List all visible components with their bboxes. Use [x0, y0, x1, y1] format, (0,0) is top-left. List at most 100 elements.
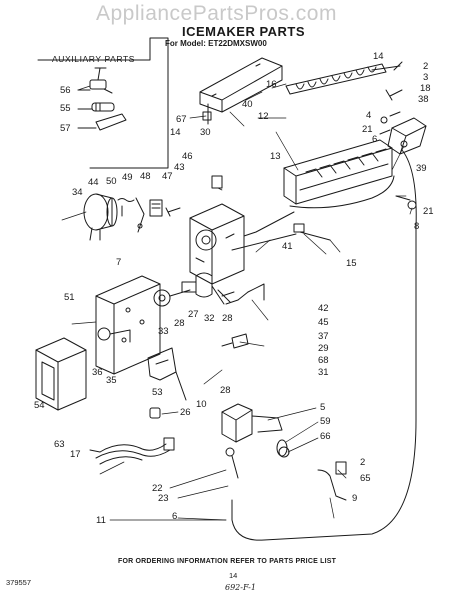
clip-45-37 [221, 291, 239, 305]
callout-41: 41 [282, 241, 293, 252]
callout-56: 56 [60, 85, 71, 96]
callout-4: 4 [366, 110, 372, 121]
harness-clips [221, 333, 249, 349]
callout-66: 66 [320, 431, 331, 442]
callout-37: 37 [318, 331, 329, 342]
callout-30: 30 [200, 127, 211, 138]
callout-49: 49 [122, 172, 133, 183]
callout-47: 47 [162, 171, 173, 182]
callout-65: 65 [360, 473, 371, 484]
screw-14-top [393, 61, 403, 71]
auxiliary-part-57 [77, 113, 127, 131]
screw-right-3 [385, 89, 403, 101]
handwritten-note: 692-F-1 [225, 583, 256, 592]
callout-15: 15 [346, 258, 357, 269]
callout-17: 17 [70, 449, 81, 460]
ordering-footnote: FOR ORDERING INFORMATION REFER TO PARTS … [118, 558, 337, 565]
callout-14b: 14 [170, 127, 181, 138]
callout-13: 13 [270, 151, 281, 162]
callout-54: 54 [34, 400, 45, 411]
callout-34: 34 [72, 187, 83, 198]
switch-part-46 [211, 175, 223, 189]
callout-59: 59 [320, 416, 331, 427]
callout-48: 48 [140, 171, 151, 182]
callout-12: 12 [258, 111, 269, 122]
heater-loop [243, 175, 395, 237]
callout-57: 57 [60, 123, 71, 134]
callout-5: 5 [320, 402, 326, 413]
plug-26 [149, 407, 161, 419]
callout-21b: 21 [423, 206, 434, 217]
callout-63: 63 [54, 439, 65, 450]
ejector-blades [285, 63, 401, 95]
callout-10: 10 [196, 399, 207, 410]
water-inlet-elbow [317, 461, 347, 501]
callout-28b: 28 [222, 313, 233, 324]
callout-7: 7 [116, 257, 122, 268]
callout-42: 42 [318, 303, 329, 314]
motor-module-housing [189, 203, 245, 285]
timing-motor [83, 193, 118, 241]
callout-32: 32 [204, 313, 215, 324]
watermark: AppliancePartsPros.com [96, 2, 337, 25]
wire-harness [89, 437, 175, 465]
page-number: 14 [229, 571, 238, 580]
ice-mold-tray [283, 139, 393, 205]
callout-31: 31 [318, 367, 329, 378]
callout-67: 67 [176, 114, 187, 125]
callout-55: 55 [60, 103, 71, 114]
callout-45: 45 [318, 317, 329, 328]
screw-right-4 [380, 111, 401, 124]
auxiliary-parts-frame [37, 37, 169, 169]
diagram-code: 379557 [6, 578, 32, 587]
switch-48 [149, 199, 163, 217]
support-bracket-53 [147, 347, 187, 401]
callout-18: 18 [420, 83, 431, 94]
callout-29: 29 [318, 343, 329, 354]
fill-tube [231, 149, 417, 541]
callout-6b: 6 [172, 511, 178, 522]
callout-39: 39 [416, 163, 427, 174]
front-cover [35, 337, 87, 411]
callout-35: 35 [106, 375, 117, 386]
callout-16: 16 [266, 79, 277, 90]
callout-21: 21 [362, 124, 373, 135]
callout-14: 14 [373, 51, 384, 62]
callout-6: 6 [372, 134, 378, 145]
page-title: ICEMAKER PARTS [182, 24, 306, 39]
callout-40: 40 [242, 99, 253, 110]
valve-seal [276, 439, 290, 458]
auxiliary-parts-heading: AUXILIARY PARTS [52, 54, 136, 64]
callout-36: 36 [92, 367, 103, 378]
callout-11: 11 [96, 515, 106, 526]
shutoff-arm [231, 223, 331, 251]
callout-28: 28 [174, 318, 185, 329]
callout-22: 22 [152, 483, 163, 494]
lever-49 [135, 197, 145, 233]
callout-44: 44 [88, 177, 99, 188]
callout-3: 3 [423, 72, 429, 83]
callout-27: 27 [188, 309, 199, 320]
callout-50: 50 [106, 176, 117, 187]
model-subtitle: For Model: ET22DMXSW00 [165, 39, 267, 48]
water-valve [221, 403, 283, 479]
callout-23: 23 [158, 493, 169, 504]
mounting-plate [95, 275, 161, 375]
callout-38: 38 [418, 94, 429, 105]
thermostat [195, 272, 231, 305]
callout-2: 2 [423, 61, 429, 72]
auxiliary-part-56 [77, 67, 113, 94]
callout-8: 8 [414, 221, 420, 232]
control-knob [97, 327, 131, 343]
callout-33: 33 [158, 326, 169, 337]
auxiliary-part-55 [77, 102, 115, 112]
callout-28c: 28 [220, 385, 231, 396]
callout-2b: 2 [360, 457, 366, 468]
spring-50 [117, 198, 135, 217]
callout-46: 46 [182, 151, 193, 162]
mounting-bracket [199, 57, 283, 125]
callout-53: 53 [152, 387, 163, 398]
callout-26: 26 [180, 407, 191, 418]
callout-9: 9 [352, 493, 358, 504]
